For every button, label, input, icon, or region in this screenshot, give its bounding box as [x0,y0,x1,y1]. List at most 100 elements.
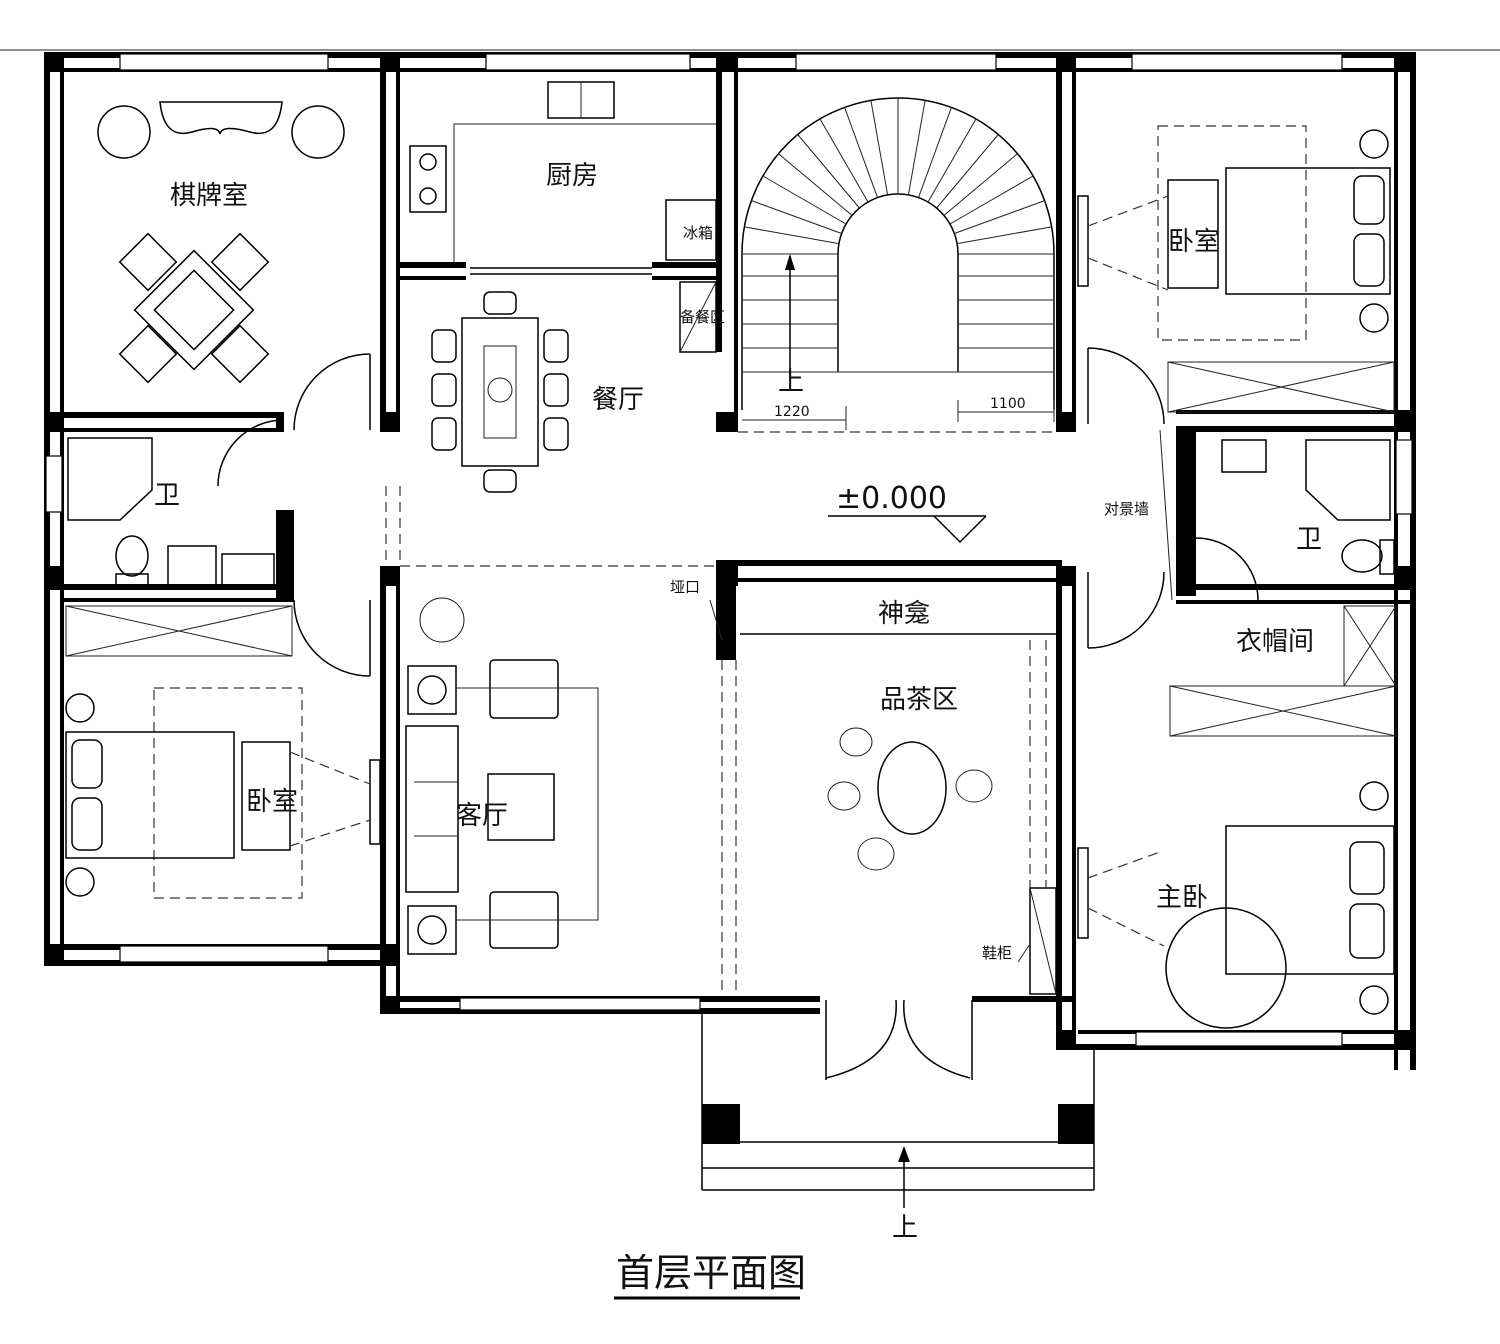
wall-bottom-center-right [972,996,1072,1002]
column [44,412,64,432]
label-dim-1100: 1100 [990,396,1026,412]
armchair [489,659,559,719]
cabinet-diagonal [1029,887,1057,995]
door-swing [1087,571,1165,649]
tv [369,759,381,845]
stair-arrow-head [785,254,795,270]
column [1056,1030,1076,1050]
side-table [407,665,457,715]
stair-tread [943,153,1018,216]
view-line [1087,851,1161,879]
label-bedroom-ne: 卧室 [1168,227,1220,257]
tv-bench [1167,179,1219,289]
plant [419,597,465,643]
window [1135,1031,1343,1047]
view-line [289,819,371,847]
chair [543,373,569,407]
wall-bottom-left-outer [44,960,394,966]
rug [1157,125,1307,341]
lamp [417,675,447,705]
wall-h-chess-bath [44,412,284,418]
wall-stub-bath-top [276,412,284,432]
walls [44,52,1416,1144]
wall-v-stair-right [1056,52,1062,432]
dining-furniture [431,291,569,493]
window [485,53,691,71]
column [380,944,400,966]
wall-right-outer [1410,52,1416,1070]
console-table [159,101,283,135]
wall-h-kitchen-dining-left [396,262,466,268]
door-swing [293,353,371,431]
window [119,53,329,71]
bedroom-w-furniture [65,605,381,899]
label-pantry: 备餐区 [680,308,725,326]
sofa [405,725,459,893]
label-pass-opening: 垭口 [670,578,700,596]
windows [45,53,1413,1047]
label-stair-up: 上 [778,367,804,397]
bed [1225,167,1391,295]
nightstand-lamp [1359,129,1389,159]
pantry-diagonal [679,281,717,353]
stair-tread [957,226,1052,245]
tv [1077,195,1089,287]
label-living: 客厅 [456,801,508,831]
stair-tread [762,175,847,225]
wardrobe [1343,605,1397,687]
label-fridge: 冰箱 [683,224,713,242]
door-swing [1195,537,1259,601]
stair-tread [954,200,1045,234]
basin [1221,439,1267,473]
column [380,566,400,586]
wall-h-bath-bed-2 [60,598,294,602]
stair-tread [778,153,853,216]
wall-v-tea-master-2 [1072,566,1076,1044]
nightstand-lamp [1359,985,1389,1015]
label-bath-e: 卫 [1296,525,1322,555]
chair [431,373,457,407]
column [1396,566,1416,590]
entrance-arrow-head [898,1146,910,1162]
pillow [71,739,103,789]
wardrobe [1169,685,1397,737]
tv-bench [241,741,291,851]
chair [483,469,517,493]
pantry-counter [679,281,717,353]
round-rug [1165,907,1287,1029]
porch-column-left [702,1104,740,1144]
label-chess-room: 棋牌室 [170,181,248,211]
wall-v-bath-e [1176,426,1196,596]
door-swing [217,419,285,487]
wardrobe [1167,361,1395,413]
view-line [1087,257,1169,291]
nightstand-lamp [1359,303,1389,333]
stair-tread [751,200,842,234]
chair [431,417,457,451]
counter [453,123,716,262]
column [716,412,738,432]
toilet [1341,539,1383,573]
nightstand-lamp [65,867,95,897]
column [380,996,400,1014]
wall-v-kitchen-stair [716,52,722,352]
chair [210,324,270,384]
chess-room-furniture [97,101,345,384]
wardrobe-x [65,605,293,657]
wall-bottom-right-outer [1058,1044,1416,1050]
wall-h-bath-cloak-2 [1176,600,1416,604]
wardrobe [65,605,293,657]
label-shrine: 神龛 [878,599,930,629]
toilet-tank [115,573,149,589]
label-kitchen: 厨房 [546,161,598,191]
washer [167,545,217,589]
wall-v-stair-left [734,52,738,432]
stove [409,145,447,213]
stool [839,727,873,757]
plan-title: 首层平面图 [616,1251,806,1295]
coffee-table [487,773,555,841]
leader [709,599,723,641]
wall-v-bed-living-2 [396,566,400,1014]
armchair [97,105,151,159]
chair [543,417,569,451]
